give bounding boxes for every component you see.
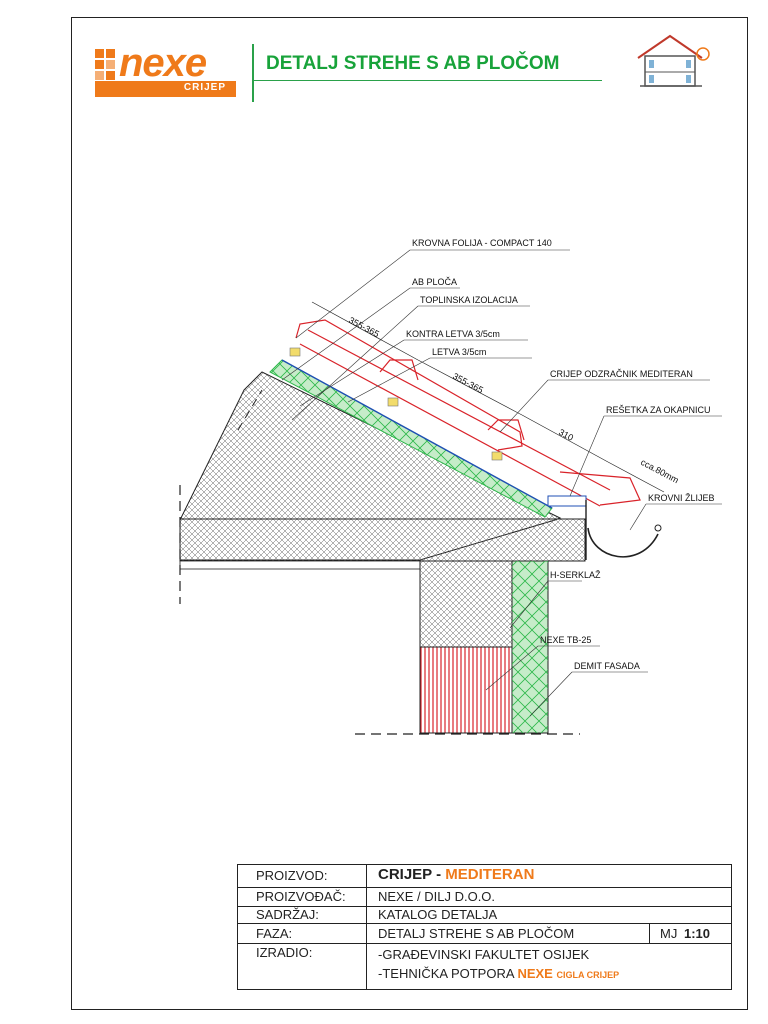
phase-value: DETALJ STREHE S AB PLOČOM (378, 926, 575, 941)
author-line-2: -TEHNIČKA POTPORA NEXE CIGLA CRIJEP (378, 966, 619, 981)
scale-label: MJ (660, 926, 678, 941)
label-gutter: KROVNI ŽLIJEB (648, 493, 715, 503)
logo-subtitle: CRIJEP (183, 82, 226, 93)
dimension-3: 310 (557, 427, 575, 443)
roof-tiles (295, 319, 641, 507)
roof-foil-line (281, 359, 553, 509)
logo-bar: CRIJEP (95, 81, 236, 97)
roof-gutter (587, 527, 659, 558)
product-label: PROIZVOD: (256, 868, 328, 883)
h-serklaz-block (419, 560, 513, 648)
content-label: SADRŽAJ: (256, 907, 319, 922)
eave-grille (547, 495, 587, 507)
dimension-2: 355-365 (451, 371, 485, 395)
author-line-2-prefix: -TEHNIČKA POTPORA (378, 966, 514, 981)
label-demit-facade: DEMIT FASADA (574, 661, 640, 671)
title-row-manufacturer (238, 887, 731, 907)
product-name-a: CRIJEP (378, 866, 432, 883)
manufacturer-value: NEXE / DILJ D.O.O. (378, 889, 496, 904)
title-block: PROIZVOD: CRIJEP - MEDITERAN PROIZVOĐAČ:… (237, 864, 732, 990)
product-sep: - (431, 866, 446, 883)
page-title: DETALJ STREHE S AB PLOČOM (266, 53, 560, 74)
dimension-4: cca.80mm (639, 457, 680, 485)
title-row-phase (238, 923, 731, 944)
author-line-2-suffix: CIGLA CRIJEP (556, 970, 620, 980)
drawing-sheet (71, 17, 748, 1010)
label-eave-grille: REŠETKA ZA OKAPNICU (606, 405, 711, 415)
horizontal-concrete-slab (179, 518, 586, 562)
label-roof-foil: KROVNA FOLIJA - COMPACT 140 (412, 238, 552, 248)
header-divider (252, 44, 254, 102)
title-row-content (238, 906, 731, 924)
house-key-icon (637, 34, 710, 87)
phase-label: FAZA: (256, 926, 293, 941)
manufacturer-label: PROIZVOĐAČ: (256, 889, 346, 904)
title-row-product (238, 865, 731, 888)
content-value: KATALOG DETALJA (378, 907, 498, 922)
label-h-serklaz: H-SERKLAŽ (550, 570, 601, 580)
label-batten: LETVA 3/5cm (432, 347, 486, 357)
product-value: CRIJEP - MEDITERAN (378, 866, 534, 883)
logo-brick-mark (95, 45, 117, 80)
label-thermal-insulation: TOPLINSKA IZOLACIJA (420, 295, 518, 305)
scale-value: 1:10 (684, 926, 711, 941)
label-ab-slab: AB PLOČA (412, 277, 457, 287)
nexe-logo: nexe CRIJEP (95, 41, 236, 97)
author-label: IZRADIO: (256, 945, 313, 960)
logo-word: nexe (119, 41, 207, 85)
product-name-b: MEDITERAN (445, 866, 535, 883)
nexe-tb25-brick (419, 646, 513, 734)
author-line-1: -GRAĐEVINSKI FAKULTET OSIJEK (378, 947, 590, 962)
title-block-divider (366, 865, 367, 989)
label-nexe-tb25: NEXE TB-25 (540, 635, 591, 645)
author-line-2-brand: NEXE (517, 966, 553, 981)
label-counter-batten: KONTRA LETVA 3/5cm (406, 329, 500, 339)
label-vent-tile: CRIJEP ODZRAČNIK MEDITERAN (550, 369, 693, 379)
title-underline (254, 80, 602, 81)
